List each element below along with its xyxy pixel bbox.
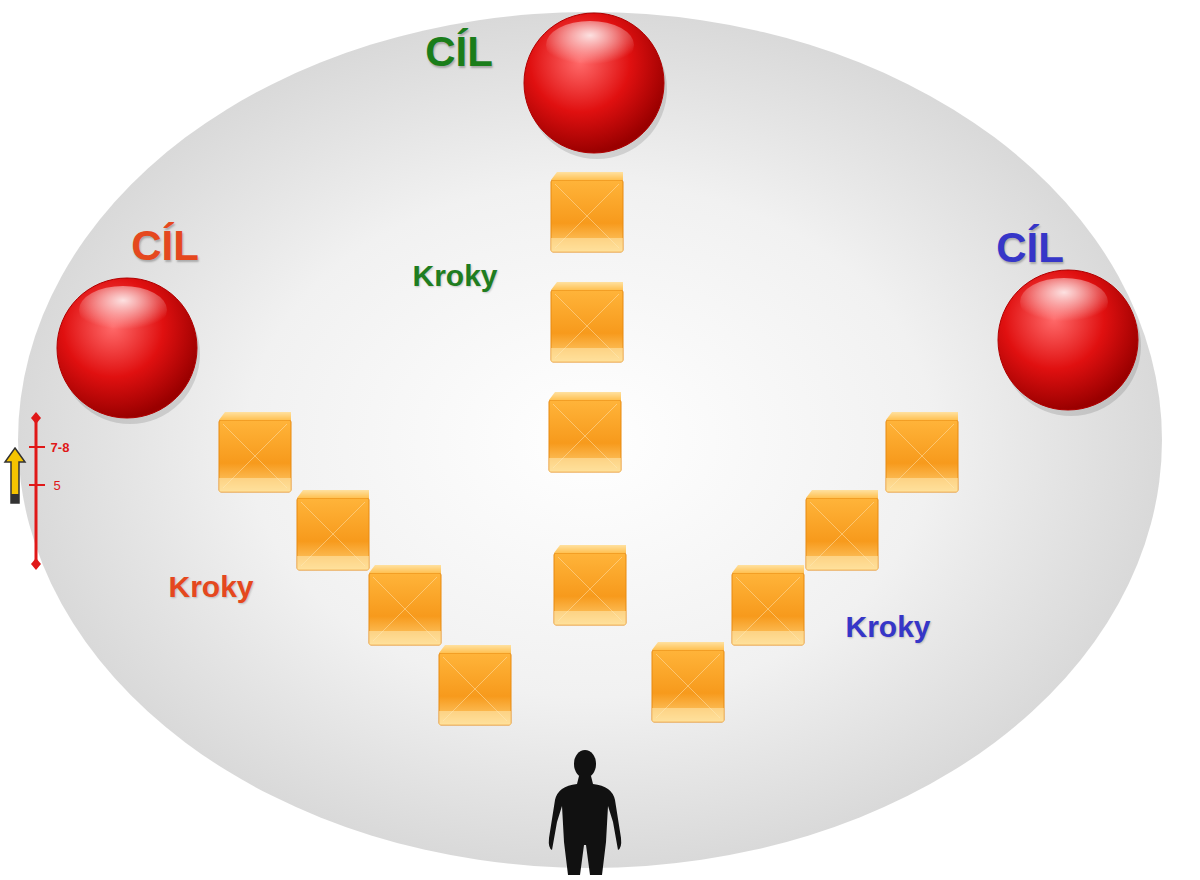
goal-heading: CÍL [996, 227, 1064, 269]
step-cube [652, 642, 724, 722]
up-arrow [5, 448, 25, 503]
background-ellipse [18, 12, 1162, 868]
step-cube [549, 392, 621, 472]
steps-label: Kroky [845, 612, 930, 642]
step-cube [551, 172, 623, 252]
scale-bar [29, 412, 45, 570]
step-cube [732, 565, 804, 645]
step-cube [806, 490, 878, 570]
step-cube [886, 412, 958, 492]
step-cube [554, 545, 626, 625]
goal-sphere: CÍL [50, 212, 250, 427]
goal-heading: CÍL [425, 31, 493, 73]
step-cube [219, 412, 291, 492]
steps-label: Kroky [168, 572, 253, 602]
human-silhouette [549, 750, 621, 875]
steps-label: Kroky [412, 261, 497, 291]
step-cube [369, 565, 441, 645]
step-cube [551, 282, 623, 362]
step-cubes [219, 172, 958, 725]
scale-value: 7-8 [51, 441, 70, 454]
step-cube [439, 645, 511, 725]
step-cube [297, 490, 369, 570]
scale-value: 5 [53, 479, 60, 492]
goal-sphere: CÍL [400, 8, 670, 158]
goal-sphere: CÍL [990, 212, 1140, 412]
goal-heading: CÍL [131, 225, 199, 267]
